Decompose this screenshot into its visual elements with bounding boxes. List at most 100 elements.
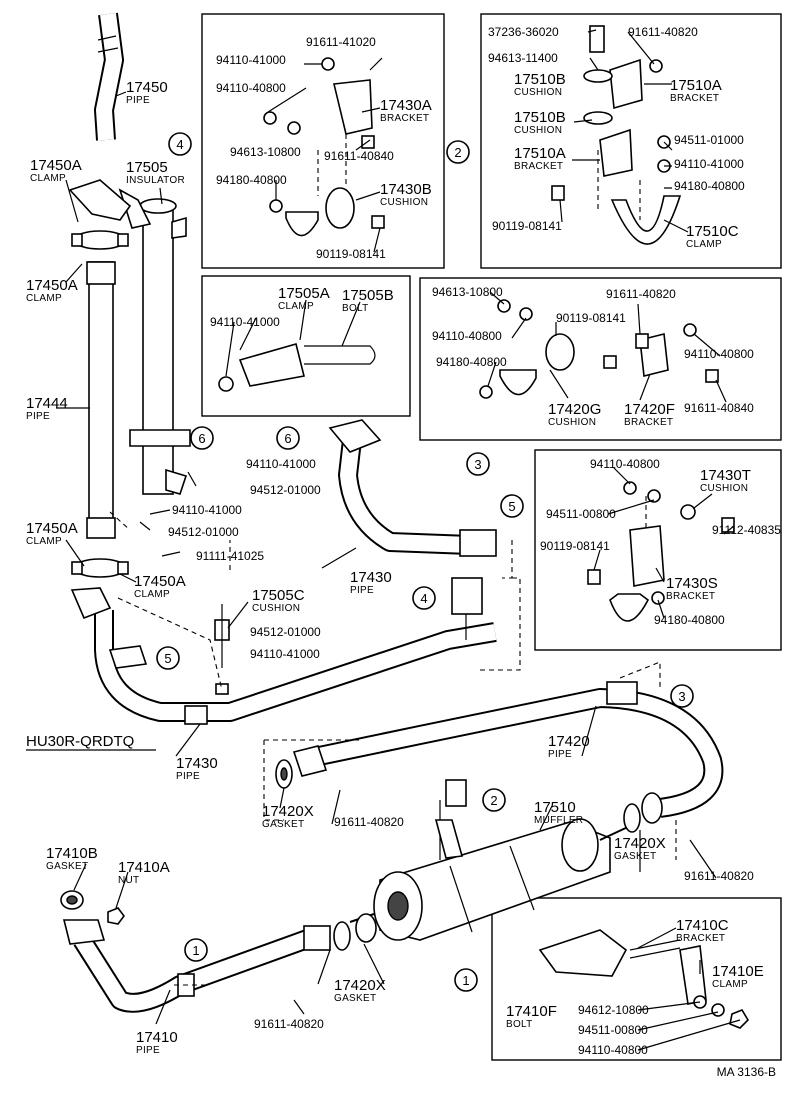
ref-circle-number: 4 — [420, 591, 427, 606]
ref-circle: 6 — [190, 426, 214, 450]
callout-name: CLAMP — [30, 173, 66, 184]
ref-circle: 6 — [276, 426, 300, 450]
callout-number: 17420 — [548, 733, 590, 750]
callout-name: BRACKET — [624, 417, 673, 428]
callout-name: BRACKET — [380, 113, 429, 124]
ref-circle-shape — [412, 586, 436, 610]
ref-circle-shape — [670, 684, 694, 708]
callout-name: GASKET — [262, 819, 304, 830]
callout-number: 17430B — [380, 181, 432, 198]
callout-name: CLAMP — [26, 536, 62, 547]
detail-2-parts — [551, 25, 682, 245]
callout-number: 17510A — [670, 77, 722, 94]
callout-name: GASKET — [614, 851, 656, 862]
ref-circle-number: 1 — [192, 943, 199, 958]
detail-box-6 — [201, 275, 411, 417]
part-number-label: 94180-40800 — [216, 173, 287, 187]
callout-number: 17410A — [118, 859, 170, 876]
callout-name: MUFFLER — [534, 815, 583, 826]
part-number-label: 94110-40800 — [590, 457, 660, 471]
ref-circle-number: 4 — [176, 137, 183, 152]
part-number-label: 90119-08141 — [316, 247, 386, 261]
part-number-label: 94613-10800 — [230, 145, 301, 159]
muffler-17510 — [349, 818, 631, 941]
part-number-label: 91111-41025 — [196, 549, 264, 563]
ref-circle-number: 1 — [462, 973, 469, 988]
pipe-17410 — [62, 919, 331, 1013]
clamp-17450A-upper — [71, 230, 129, 250]
callout-name: INSULATOR — [126, 175, 185, 186]
ref-circle-shape — [156, 646, 180, 670]
detail-box-1 — [491, 897, 782, 1061]
ref-circle: 4 — [412, 586, 436, 610]
callout-number: 17510B — [514, 71, 566, 88]
ref-circle-number: 3 — [678, 689, 685, 704]
part-number-label: 94110-40800 — [684, 347, 754, 361]
callout-number: 17450A — [26, 520, 78, 537]
callout-name: PIPE — [26, 411, 50, 422]
ref-circle-shape — [482, 788, 506, 812]
callout-number: 17430S — [666, 575, 718, 592]
part-number-label: 37236-36020 — [488, 25, 559, 39]
callout-name: PIPE — [548, 749, 572, 760]
ref-circle-shape — [454, 968, 478, 992]
part-number-label: 94613-11400 — [488, 51, 558, 65]
part-number-label: 94110-41000 — [246, 457, 316, 471]
callout-number: 17510B — [514, 109, 566, 126]
gasket-17410B — [60, 890, 84, 910]
leader-lines — [56, 91, 717, 1025]
gasket-17420X-top — [275, 759, 293, 789]
callout-number: 17410C — [676, 917, 729, 934]
part-number-label: 91611-40840 — [684, 401, 754, 415]
part-number-label: 94512-01000 — [168, 525, 239, 539]
part-number-label: 94110-41000 — [172, 503, 242, 517]
callout-number: 17430T — [700, 467, 751, 484]
cushion-17505C — [214, 604, 230, 695]
hanger-ref-2-main — [434, 779, 467, 860]
callout-name: CUSHION — [252, 603, 300, 614]
detail-leader-lines — [225, 29, 741, 1051]
detail-4-parts — [263, 57, 385, 237]
part-number-label: 90119-08141 — [492, 219, 562, 233]
callout-number: 17505C — [252, 587, 305, 604]
callout-number: 17410E — [712, 963, 764, 980]
callout-number: 17420F — [624, 401, 675, 418]
part-number-label: 94511-00800 — [578, 1023, 648, 1037]
ref-circle-shape — [168, 132, 192, 156]
callout-name: NUT — [118, 875, 139, 886]
part-number-label: 94512-01000 — [250, 483, 321, 497]
callout-name: PIPE — [126, 95, 150, 106]
ref-circle: 1 — [184, 938, 208, 962]
engine-note: HU30R-QRDTQ — [26, 733, 134, 750]
callout-name: CLAMP — [712, 979, 748, 990]
callout-number: 17450A — [134, 573, 186, 590]
callout-number: 17420G — [548, 401, 601, 418]
ref-circle-shape — [184, 938, 208, 962]
part-number-labels: 94110-41000 94110-40800 94613-10800 94180-4… — [168, 25, 781, 1057]
callout-number: 17420X — [262, 803, 314, 820]
ref-circle-number: 5 — [164, 651, 171, 666]
part-number-label: 91611-40820 — [254, 1017, 324, 1031]
detail-6-parts — [218, 343, 376, 392]
part-number-label: 90119-08141 — [556, 311, 626, 325]
callout-name: BRACKET — [670, 93, 719, 104]
callout-number: 17450 — [126, 79, 168, 96]
guide-line-main — [109, 511, 677, 986]
callout-name: BOLT — [506, 1019, 533, 1030]
drawing-code: MA 3136-B — [717, 1065, 776, 1079]
callout-name: BRACKET — [676, 933, 725, 944]
ref-circle: 3 — [670, 684, 694, 708]
callout-number: 17444 — [26, 395, 68, 412]
part-number-label: 91611-40820 — [684, 869, 754, 883]
part-number-label: 94511-01000 — [674, 133, 744, 147]
ref-circle-shape — [190, 426, 214, 450]
detail-box-2 — [480, 13, 782, 269]
ref-circle-number: 3 — [474, 457, 481, 472]
ref-circle-number: 2 — [454, 145, 461, 160]
part-number-label: 94180-40800 — [436, 355, 507, 369]
detail-box-5 — [534, 449, 782, 651]
part-number-label: 91611-41020 — [306, 35, 376, 49]
callout-number: 17510 — [534, 799, 576, 816]
callout-number: 17505A — [278, 285, 330, 302]
